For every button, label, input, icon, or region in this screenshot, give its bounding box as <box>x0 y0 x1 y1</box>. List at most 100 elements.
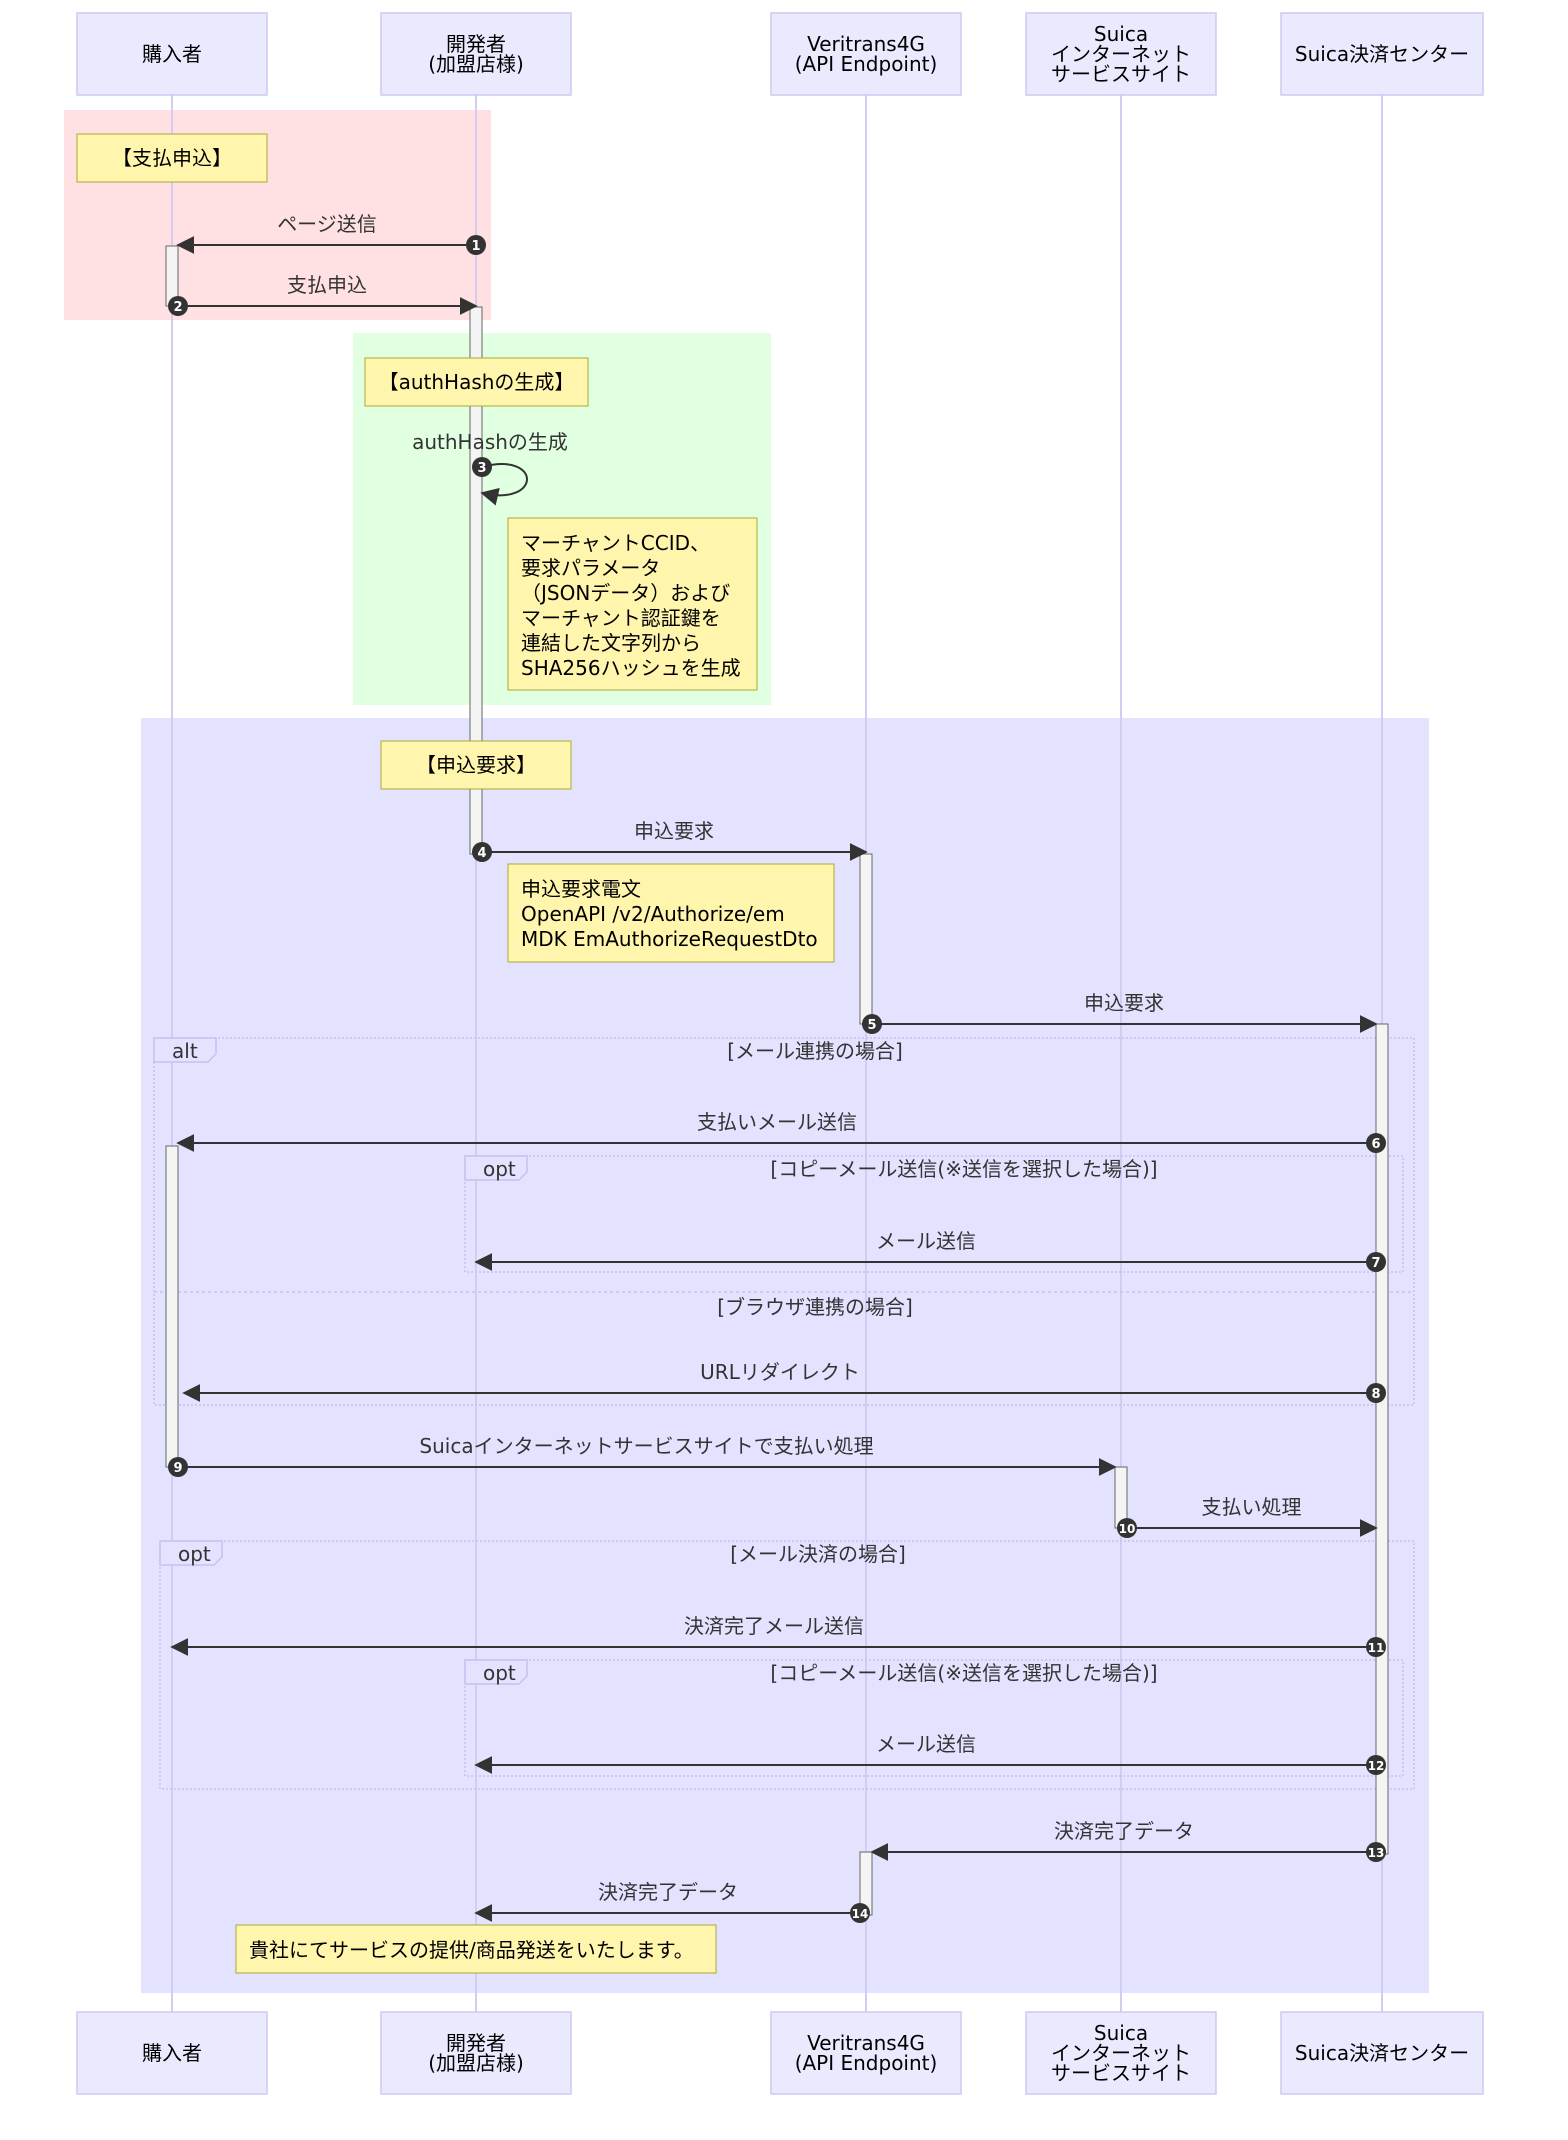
message-number-badge <box>1366 1842 1386 1862</box>
frame-label: opt <box>483 1661 516 1685</box>
actor-box <box>1025 12 1217 96</box>
actor-suica_site-bottom: Suicaインターネットサービスサイト <box>1025 2011 1217 2095</box>
actor-box <box>1280 12 1484 96</box>
note-text: マーチャント認証鍵を <box>521 606 721 630</box>
message-arrow <box>480 463 528 506</box>
message-label: 決済完了データ <box>1054 1819 1194 1843</box>
frame-opt-copy-1: opt <box>464 1155 1404 1273</box>
frame-label: alt <box>172 1039 198 1063</box>
frame-alt: alt <box>153 1037 1415 1406</box>
actor-label: Suica決済センター <box>1295 2041 1469 2065</box>
actor-dev-top: 開発者(加盟店様) <box>380 12 572 96</box>
message-3: authHashの生成 3 <box>412 430 568 506</box>
frame-opt-copy-2: opt <box>464 1659 1404 1777</box>
note-text: SHA256ハッシュを生成 <box>521 656 741 680</box>
actor-suica_center-bottom: Suica決済センター <box>1280 2011 1484 2095</box>
frame-tab <box>153 1037 217 1063</box>
fragment-frames: alt[メール連携の場合][ブラウザ連携の場合]opt[コピーメール送信(※送信… <box>153 1037 1415 1790</box>
note-text: 【申込要求】 <box>416 753 536 777</box>
frame-tab <box>464 1659 528 1685</box>
note-text: 【支払申込】 <box>112 146 232 170</box>
message-number: 2 <box>173 300 182 315</box>
message-number: 7 <box>1371 1256 1380 1271</box>
frame-border <box>464 1659 1404 1777</box>
activation-buyer-2 <box>165 1145 179 1468</box>
actor-label: 購入者 <box>142 42 202 66</box>
message-number: 3 <box>477 461 486 476</box>
actor-box <box>76 2011 268 2095</box>
note-box <box>76 133 268 183</box>
message-number-badge <box>850 1903 870 1923</box>
actor-label: (API Endpoint) <box>795 52 938 76</box>
actor-label: サービスサイト <box>1051 2061 1191 2085</box>
note-box <box>507 863 835 963</box>
frame-tab <box>159 1540 223 1566</box>
note-final: 貴社にてサービスの提供/商品発送をいたします。 <box>235 1924 717 1974</box>
actor-vt-bottom: Veritrans4G(API Endpoint) <box>770 2011 962 2095</box>
messages: ページ送信1支払申込2authHashの生成3申込要求4申込要求5支払いメール送… <box>168 212 1386 1923</box>
frame-border <box>464 1155 1404 1273</box>
message-number: 12 <box>1368 1759 1385 1773</box>
message-number-badge <box>1366 1383 1386 1403</box>
note-text: マーチャントCCID、 <box>521 531 710 555</box>
message-label: メール送信 <box>876 1732 976 1756</box>
actor-label: Veritrans4G <box>807 2031 925 2055</box>
frame-border <box>153 1037 1415 1406</box>
message-label: 申込要求 <box>1084 991 1164 1015</box>
activation-vt-1 <box>859 853 873 1025</box>
message-number-badge <box>1366 1637 1386 1657</box>
opt-copy-condition-2: [コピーメール送信(※送信を選択した場合)] <box>770 1661 1157 1685</box>
actor-label: (加盟店様) <box>428 52 524 76</box>
message-label: 申込要求 <box>634 819 714 843</box>
note-box <box>235 1924 717 1974</box>
message-number: 9 <box>173 1461 182 1476</box>
alt-condition-mail: [メール連携の場合] <box>727 1039 903 1063</box>
message-number: 10 <box>1119 1522 1136 1536</box>
actor-box <box>380 12 572 96</box>
actor-dev-bottom: 開発者(加盟店様) <box>380 2011 572 2095</box>
message-number: 11 <box>1368 1641 1385 1655</box>
message-number: 1 <box>471 239 480 254</box>
actor-label: (加盟店様) <box>428 2051 524 2075</box>
actor-label: サービスサイト <box>1051 62 1191 86</box>
note-text: 要求パラメータ <box>521 556 660 580</box>
frame-opt-mail-settle: opt <box>159 1540 1415 1790</box>
message-label: authHashの生成 <box>412 430 568 454</box>
note-text: OpenAPI /v2/Authorize/em <box>521 902 785 926</box>
message-number: 14 <box>852 1907 869 1921</box>
note-box <box>364 357 589 407</box>
message-number-badge <box>1117 1518 1137 1538</box>
note-text: 貴社にてサービスの提供/商品発送をいたします。 <box>249 1938 694 1962</box>
message-10: 支払い処理 10 <box>1117 1495 1378 1538</box>
frame-border <box>159 1540 1415 1790</box>
actor-label: 開発者 <box>446 2031 506 2055</box>
message-label: 支払い処理 <box>1202 1495 1302 1519</box>
message-number: 6 <box>1371 1137 1380 1152</box>
section-title-apply-request: 【申込要求】 <box>380 740 572 790</box>
actor-buyer-top: 購入者 <box>76 12 268 96</box>
actor-suica_center-top: Suica決済センター <box>1280 12 1484 96</box>
actor-label: Suica <box>1094 2021 1148 2045</box>
actor-label: Suica決済センター <box>1295 42 1469 66</box>
actor-label: インターネット <box>1051 2041 1191 2065</box>
note-text: 申込要求電文 <box>521 877 641 901</box>
message-label: メール送信 <box>876 1229 976 1253</box>
frame-label: opt <box>178 1542 211 1566</box>
actor-label: Suica <box>1094 22 1148 46</box>
section-title-pay-request: 【支払申込】 <box>76 133 268 183</box>
actor-buyer-bottom: 購入者 <box>76 2011 268 2095</box>
actor-box <box>770 12 962 96</box>
message-number: 4 <box>477 846 486 861</box>
message-number: 13 <box>1368 1846 1385 1860</box>
message-number: 8 <box>1371 1387 1380 1402</box>
frame-label: opt <box>483 1157 516 1181</box>
note-text: MDK EmAuthorizeRequestDto <box>521 927 818 951</box>
opt-copy-condition-1: [コピーメール送信(※送信を選択した場合)] <box>770 1157 1157 1181</box>
note-text: （JSONデータ）および <box>521 581 730 605</box>
